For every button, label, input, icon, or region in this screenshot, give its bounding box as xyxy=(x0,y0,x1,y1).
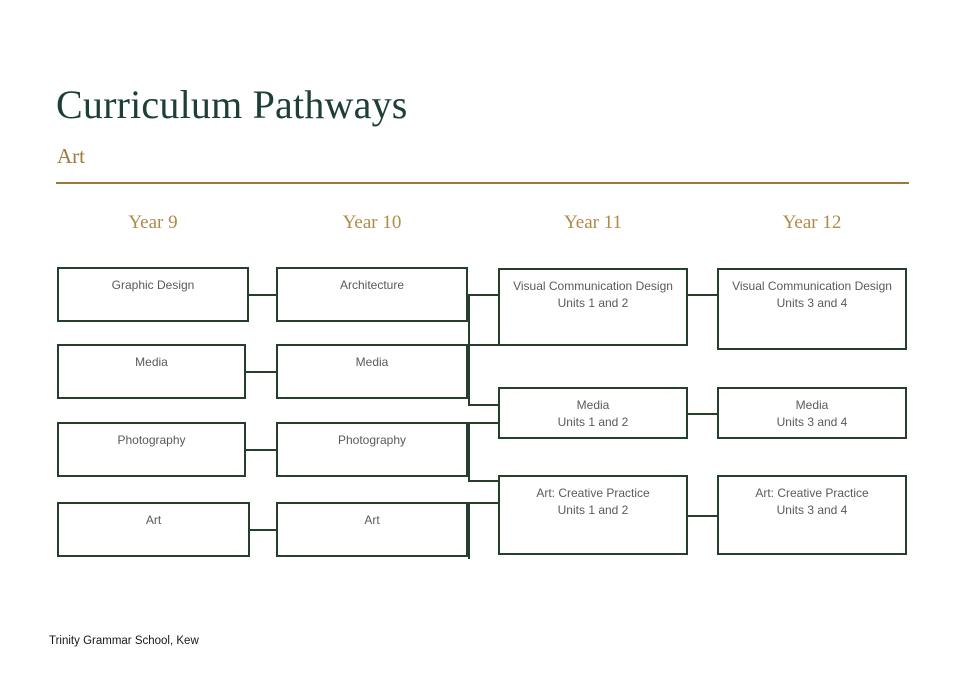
node-y10-media[interactable]: Media xyxy=(276,344,468,399)
connector-y11-art-to-y12-art xyxy=(688,515,717,517)
node-label-line2: Units 3 and 4 xyxy=(776,296,848,310)
node-label-line2: Units 1 and 2 xyxy=(557,503,629,517)
header-divider xyxy=(56,182,909,184)
node-y11-visual-communication-design[interactable]: Visual Communication Design Units 1 and … xyxy=(498,268,688,346)
column-header-year-10: Year 10 xyxy=(342,212,402,233)
connector-y10-media-to-y11-media xyxy=(468,404,500,406)
node-y9-photography[interactable]: Photography xyxy=(57,422,246,477)
connector-y9-photography-to-y10-photography xyxy=(246,449,276,451)
connector-y9-graphic-design-to-y10-architecture xyxy=(249,294,276,296)
node-y10-art[interactable]: Art xyxy=(276,502,468,557)
node-label-line1: Art: Creative Practice xyxy=(536,486,650,500)
node-label-line1: Photography xyxy=(337,433,407,447)
connector-y10-architecture-drop xyxy=(468,294,470,346)
node-label-line1: Visual Communication Design xyxy=(732,279,892,293)
connector-y10-photography-to-y11-media xyxy=(468,422,500,424)
connector-y10-photography-vertical xyxy=(468,422,470,482)
node-label-line1: Media xyxy=(576,398,610,412)
connector-y10-art-to-y11-art xyxy=(468,502,500,504)
node-y9-graphic-design[interactable]: Graphic Design xyxy=(57,267,249,322)
node-label-line1: Architecture xyxy=(339,278,405,292)
page-title: Curriculum Pathways xyxy=(56,82,408,127)
connector-y10-art-vertical xyxy=(468,502,470,559)
node-label-line1: Art: Creative Practice xyxy=(755,486,869,500)
connector-y10-media-vertical xyxy=(468,344,470,406)
connector-y10-photography-to-y11-art xyxy=(468,480,500,482)
node-label-line1: Media xyxy=(355,355,389,369)
node-y10-photography[interactable]: Photography xyxy=(276,422,468,477)
node-y11-art-creative-practice[interactable]: Art: Creative Practice Units 1 and 2 xyxy=(498,475,688,555)
node-label-line1: Visual Communication Design xyxy=(513,279,673,293)
node-label-line2: Units 3 and 4 xyxy=(776,503,848,517)
node-y9-art[interactable]: Art xyxy=(57,502,250,557)
node-y12-media[interactable]: Media Units 3 and 4 xyxy=(717,387,907,439)
node-y12-visual-communication-design[interactable]: Visual Communication Design Units 3 and … xyxy=(717,268,907,350)
node-label-line1: Art xyxy=(145,513,162,527)
column-header-year-11: Year 11 xyxy=(563,212,623,233)
connector-y11-media-to-y12-media xyxy=(688,413,717,415)
node-y11-media[interactable]: Media Units 1 and 2 xyxy=(498,387,688,439)
column-header-year-12: Year 12 xyxy=(782,212,842,233)
node-label-line1: Photography xyxy=(117,433,186,447)
node-label-line1: Media xyxy=(135,355,168,369)
page-subtitle: Art xyxy=(57,144,85,168)
node-y10-architecture[interactable]: Architecture xyxy=(276,267,468,322)
node-y12-art-creative-practice[interactable]: Art: Creative Practice Units 3 and 4 xyxy=(717,475,907,555)
node-label-line2: Units 3 and 4 xyxy=(776,415,848,429)
connector-y11-vcd-to-y12-vcd xyxy=(688,294,717,296)
connector-y10-media-stub xyxy=(468,344,500,346)
footer-school-name: Trinity Grammar School, Kew xyxy=(49,635,199,647)
connector-y9-media-to-y10-media xyxy=(246,371,276,373)
node-label-line1: Graphic Design xyxy=(111,278,195,292)
connector-y10-architecture-to-y11-vcd xyxy=(468,294,498,296)
node-label-line2: Units 1 and 2 xyxy=(557,415,629,429)
column-header-year-9: Year 9 xyxy=(128,212,178,233)
node-y9-media[interactable]: Media xyxy=(57,344,246,399)
connector-y9-art-to-y10-art xyxy=(250,529,276,531)
node-label-line1: Art xyxy=(364,513,380,527)
node-label-line2: Units 1 and 2 xyxy=(557,296,629,310)
node-label-line1: Media xyxy=(795,398,829,412)
